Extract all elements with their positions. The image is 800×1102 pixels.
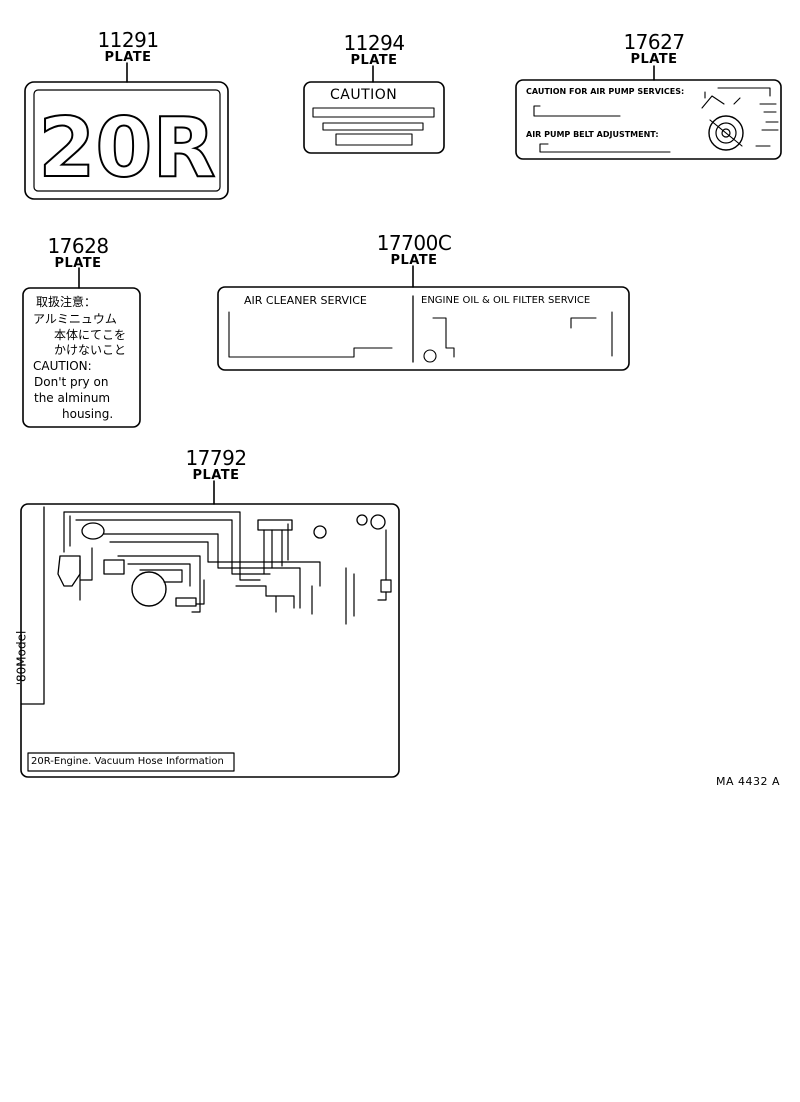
part-name: PLATE: [54, 256, 102, 271]
part-name: PLATE: [630, 52, 678, 67]
part-number: 17792: [185, 446, 247, 470]
engine-oil-title: ENGINE OIL & OIL FILTER SERVICE: [421, 295, 591, 306]
pulley-icon: [708, 115, 744, 151]
caution-stripe: [322, 122, 424, 131]
part-name: PLATE: [350, 53, 398, 68]
canister-icon: [131, 571, 167, 607]
belt-icon: [701, 95, 743, 147]
part-label-11291: 11291 PLATE: [88, 30, 168, 64]
text-bar: [704, 87, 779, 147]
housing-line-1: 取扱注意：: [36, 295, 97, 309]
housing-line-5: CAUTION:: [33, 359, 92, 373]
part-label-17627: 17627 PLATE: [614, 32, 694, 66]
part-number: 11291: [97, 28, 159, 52]
part-number: 17627: [623, 30, 685, 54]
plate-20r-text: 20R: [38, 101, 215, 196]
text-bar: [228, 311, 393, 358]
plate-20r-inner: [33, 89, 221, 192]
plate-caution-outer: [303, 81, 445, 154]
vacuum-valve-icon: [81, 522, 105, 540]
hose-schematic: [63, 511, 387, 625]
air-pump-caution-text: CAUTION FOR AIR PUMP SERVICES:: [526, 87, 685, 96]
text-bar: [539, 143, 671, 153]
text-bar: [533, 105, 621, 117]
figure-code: MA 4432 A: [716, 775, 781, 788]
housing-line-7: the alminum: [34, 391, 111, 405]
pulley-icon: [715, 122, 737, 144]
filter-icon: [356, 514, 368, 526]
plate-20r-outer: [24, 81, 229, 200]
part-number: 17700C: [376, 231, 452, 255]
plate-vacuum-hose: [20, 503, 400, 778]
caption-box: [27, 752, 235, 772]
oil-icon: [423, 349, 437, 363]
part-label-11294: 11294 PLATE: [334, 33, 414, 67]
part-name: PLATE: [192, 468, 240, 483]
pulley-icon: [721, 128, 731, 138]
housing-line-2: アルミニュウム: [33, 312, 117, 326]
sensor-icon: [313, 525, 327, 539]
part-name: PLATE: [390, 253, 438, 268]
vacuum-switch-icon: [257, 519, 293, 531]
vsv-icon: [175, 597, 197, 607]
air-pump-belt-text: AIR PUMP BELT ADJUSTMENT:: [526, 130, 659, 139]
vacuum-hose-caption: 20R-Engine. Vacuum Hose Information: [31, 756, 224, 767]
part-number: 11294: [343, 31, 405, 55]
caution-stripe: [335, 133, 413, 146]
housing-line-8: housing.: [62, 407, 114, 421]
check-valve-icon: [103, 559, 125, 575]
model-side-label: '80Model: [14, 630, 29, 686]
housing-line-3: 本体にてこを: [54, 328, 127, 342]
text-bar: [432, 317, 597, 358]
plate-housing-caution: [22, 287, 141, 428]
part-label-17792: 17792 PLATE: [176, 448, 256, 482]
side-panel-edge: [20, 506, 45, 705]
caution-stripe: [312, 107, 435, 118]
housing-line-6: Don't pry on: [34, 375, 109, 389]
housing-line-4: かけないこと: [54, 343, 127, 357]
caution-title: CAUTION: [330, 87, 398, 103]
inline-filter-icon: [380, 579, 392, 593]
part-number: 17628: [47, 234, 109, 258]
plate-service: [217, 286, 630, 371]
part-label-17700C: 17700C PLATE: [370, 233, 458, 267]
part-name: PLATE: [104, 50, 152, 65]
part-label-17628: 17628 PLATE: [38, 236, 118, 270]
air-cleaner-title: AIR CLEANER SERVICE: [244, 294, 367, 307]
plate-air-pump-outer: [515, 79, 782, 160]
bvsv-icon: [370, 514, 386, 530]
carburetor-icon: [57, 555, 81, 587]
